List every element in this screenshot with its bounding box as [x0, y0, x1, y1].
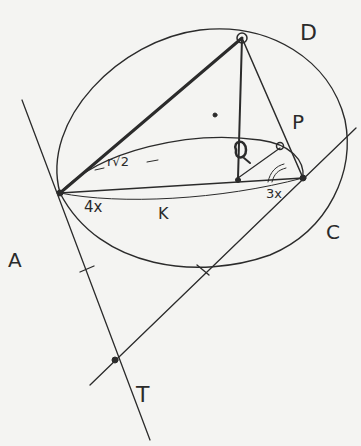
point-label: C [326, 222, 340, 242]
point-label: D [300, 22, 317, 44]
point-label: 4x [84, 200, 102, 215]
point-label: A [8, 250, 22, 270]
point-label: P [292, 112, 304, 132]
point-label: 3x [266, 187, 282, 200]
point-label: T [136, 384, 149, 406]
point-label: r√2 [107, 155, 129, 168]
point-label: K [158, 206, 169, 222]
